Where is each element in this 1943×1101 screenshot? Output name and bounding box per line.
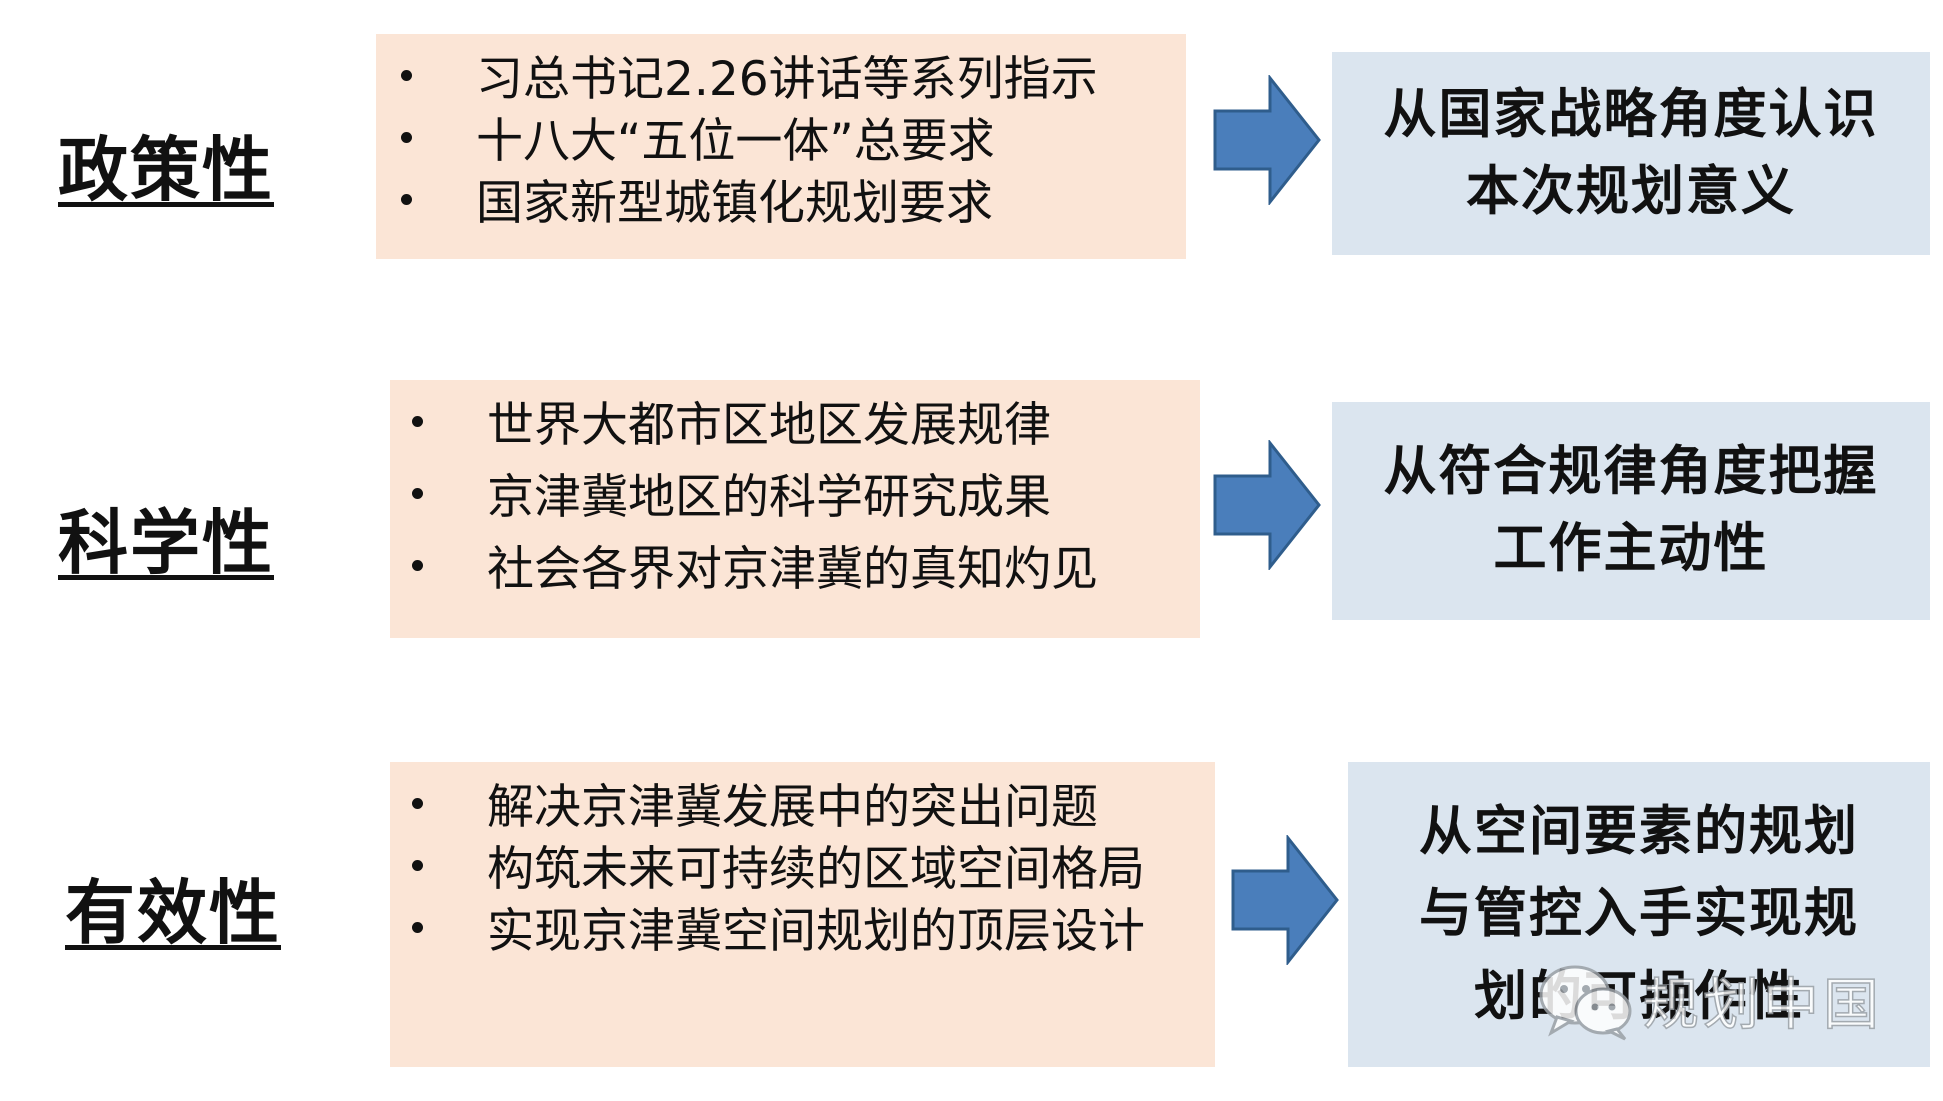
bullet-text: 世界大都市区地区发展规律 [487,398,1051,453]
bullet-text: 京津冀地区的科学研究成果 [487,470,1051,525]
bullet-box-effectiveness: 解决京津冀发展中的突出问题 构筑未来可持续的区域空间格局 实现京津冀空间规划的顶… [390,762,1215,1067]
bullet-item: 京津冀地区的科学研究成果 [412,474,1200,521]
bullet-dot-icon [412,798,423,809]
result-text: 从空间要素的规划 与管控入手实现规 划的可操作性 [1419,791,1859,1037]
watermark: 规划中国 [1535,960,1883,1041]
result-line: 本次规划意义 [1466,160,1796,222]
bullet-text: 解决京津冀发展中的突出问题 [487,780,1098,835]
watermark-text: 规划中国 [1642,972,1883,1039]
bullet-item: 构筑未来可持续的区域空间格局 [412,846,1215,893]
bullet-text: 社会各界对京津冀的真知灼见 [487,542,1098,597]
arrow-right-icon [1231,835,1339,965]
result-box-policy: 从国家战略角度认识 本次规划意义 [1332,52,1930,255]
bullet-text: 习总书记2.26讲话等系列指示 [476,52,1098,107]
bullet-dot-icon [412,560,423,571]
bullet-dot-icon [401,132,412,143]
result-box-effectiveness: 从空间要素的规划 与管控入手实现规 划的可操作性 [1348,762,1930,1067]
arrow-right-icon [1213,440,1321,570]
bullet-item: 习总书记2.26讲话等系列指示 [401,56,1186,103]
bullet-item: 社会各界对京津冀的真知灼见 [412,546,1200,593]
bullet-list-effectiveness: 解决京津冀发展中的突出问题 构筑未来可持续的区域空间格局 实现京津冀空间规划的顶… [412,784,1215,955]
result-line: 划的可操作性 [1474,965,1804,1027]
wechat-icon [1539,965,1632,1040]
bullet-item: 世界大都市区地区发展规律 [412,402,1200,449]
bullet-dot-icon [412,416,423,427]
bullet-item: 解决京津冀发展中的突出问题 [412,784,1215,831]
bullet-item: 十八大“五位一体”总要求 [401,118,1186,165]
bullet-text: 国家新型城镇化规划要求 [476,176,993,231]
result-text: 从符合规律角度把握 工作主动性 [1384,434,1879,588]
row-label-policy: 政策性 [58,129,274,211]
bullet-dot-icon [412,488,423,499]
result-line: 与管控入手实现规 [1419,883,1859,945]
row-label-science: 科学性 [58,502,274,584]
bullet-dot-icon [412,860,423,871]
bullet-item: 实现京津冀空间规划的顶层设计 [412,908,1215,955]
bullet-box-policy: 习总书记2.26讲话等系列指示 十八大“五位一体”总要求 国家新型城镇化规划要求 [376,34,1186,259]
bullet-text: 构筑未来可持续的区域空间格局 [487,842,1145,897]
result-line: 从国家战略角度认识 [1383,83,1879,145]
result-line: 从空间要素的规划 [1419,801,1859,863]
arrow-right-icon [1213,75,1321,205]
bullet-item: 国家新型城镇化规划要求 [401,180,1186,227]
bullet-text: 实现京津冀空间规划的顶层设计 [487,904,1145,959]
bullet-list-science: 世界大都市区地区发展规律 京津冀地区的科学研究成果 社会各界对京津冀的真知灼见 [412,402,1200,593]
bullet-dot-icon [401,70,412,81]
result-text: 从国家战略角度认识 本次规划意义 [1384,77,1879,231]
bullet-dot-icon [412,922,423,933]
result-line: 工作主动性 [1493,518,1769,579]
bullet-list-policy: 习总书记2.26讲话等系列指示 十八大“五位一体”总要求 国家新型城镇化规划要求 [401,56,1186,227]
row-label-effectiveness: 有效性 [65,872,281,954]
bullet-dot-icon [401,194,412,205]
result-line: 从符合规律角度把握 [1383,441,1879,503]
bullet-box-science: 世界大都市区地区发展规律 京津冀地区的科学研究成果 社会各界对京津冀的真知灼见 [390,380,1200,638]
result-box-science: 从符合规律角度把握 工作主动性 [1332,402,1930,620]
bullet-text: 十八大“五位一体”总要求 [476,114,995,169]
